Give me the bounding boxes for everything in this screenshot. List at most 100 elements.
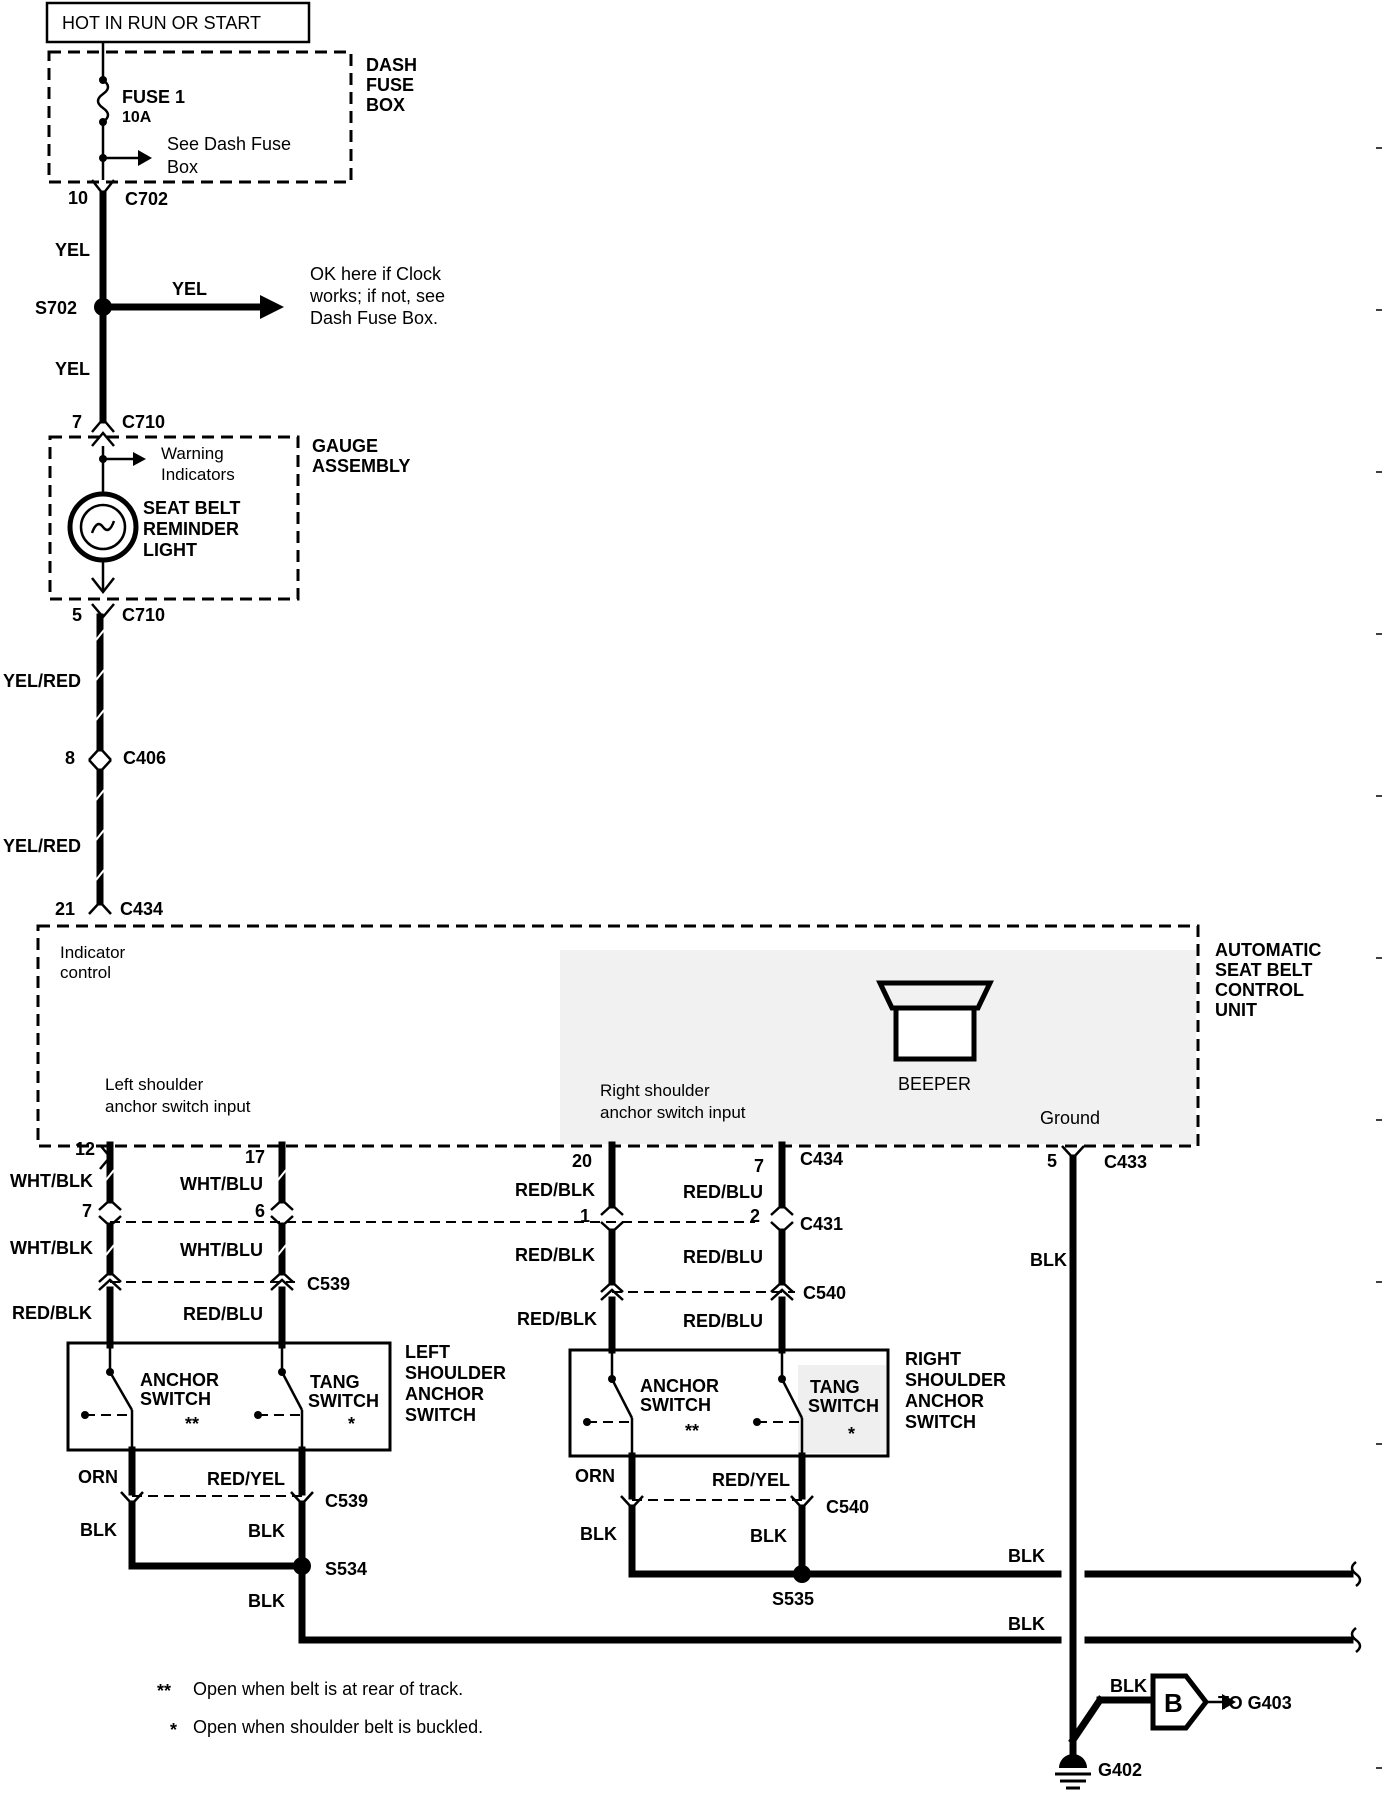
control-unit-title-3: CONTROL — [1215, 980, 1304, 1000]
ground-ref-letter: B — [1164, 1688, 1183, 1718]
right-anchor-mark: ** — [685, 1421, 699, 1441]
left-switch-title-3: ANCHOR — [405, 1384, 484, 1404]
right-tang-switch-icon — [753, 1350, 804, 1456]
pin-20: 20 — [572, 1151, 592, 1171]
wire-blk-1: BLK — [80, 1520, 117, 1540]
wire-continues-icon-2 — [1350, 1561, 1362, 1587]
right-tang-label-1: TANG — [810, 1377, 860, 1397]
gauge-title-1: GAUGE — [312, 436, 378, 456]
splice-s702 — [94, 298, 112, 316]
pin-c710-bottom: 5 — [72, 605, 82, 625]
wire-yel-2: YEL — [55, 359, 90, 379]
left-input-1: Left shoulder — [105, 1075, 204, 1094]
splice-s535-label: S535 — [772, 1589, 814, 1609]
pin-c433: 5 — [1047, 1151, 1057, 1171]
wire-wht-blu-2: WHT/BLU — [180, 1240, 263, 1260]
left-tang-switch-icon — [254, 1343, 304, 1450]
power-source-text: HOT IN RUN OR START — [62, 13, 261, 33]
wire-blk-8: BLK — [1030, 1250, 1067, 1270]
beeper-label: BEEPER — [898, 1074, 971, 1094]
left-switch-title-4: SWITCH — [405, 1405, 476, 1425]
wire-red-blu-3: RED/BLU — [683, 1247, 763, 1267]
wire-red-yel-right: RED/YEL — [712, 1470, 790, 1490]
wire-wht-blu-1: WHT/BLU — [180, 1174, 263, 1194]
wire-yel-red-2: YEL/RED — [3, 836, 81, 856]
connector-c710-top: C710 — [122, 412, 165, 432]
left-ground-return: ORN RED/YEL C539 BLK BLK S534 BLK BLK — [78, 1446, 1362, 1653]
left-tang-label-2: SWITCH — [308, 1391, 379, 1411]
warning-indicators-arrow-icon — [133, 452, 146, 466]
right-anchor-label-1: ANCHOR — [640, 1376, 719, 1396]
right-switch-title-3: ANCHOR — [905, 1391, 984, 1411]
footnotes: ** Open when belt is at rear of track. *… — [157, 1679, 483, 1740]
automatic-seat-belt-control-unit: AUTOMATIC SEAT BELT CONTROL UNIT Indicat… — [36, 924, 1321, 1148]
fuse-box-ref-arrow-icon — [138, 150, 152, 166]
splice-s534 — [293, 1557, 311, 1575]
reminder-light-2: REMINDER — [143, 519, 239, 539]
wire-continues-icon — [1350, 1627, 1362, 1653]
control-unit-title-2: SEAT BELT — [1215, 960, 1312, 980]
connector-c434-right: C434 — [800, 1149, 843, 1169]
pin-6: 6 — [255, 1201, 265, 1221]
wire-blk-4: BLK — [1008, 1614, 1045, 1634]
connector-c702: C702 — [125, 189, 168, 209]
gauge-assembly: GAUGE ASSEMBLY Warning Indicators SEAT B… — [48, 435, 410, 601]
wire-blk-3: BLK — [248, 1591, 285, 1611]
left-tang-mark: * — [348, 1414, 355, 1434]
wire-orn-right: ORN — [575, 1466, 615, 1486]
right-switch-title-2: SHOULDER — [905, 1370, 1006, 1390]
right-anchor-switch-icon — [583, 1350, 634, 1456]
connector-c710-bottom: C710 — [122, 605, 165, 625]
wire-blk-7: BLK — [1008, 1546, 1045, 1566]
ground-g402-icon — [1055, 1754, 1091, 1790]
wire-yel-branch: YEL — [172, 279, 207, 299]
to-g403-label: TO G403 — [1218, 1693, 1292, 1713]
splice-s534-label: S534 — [325, 1559, 367, 1579]
beeper-icon — [876, 980, 994, 1062]
wire-red-yel-left: RED/YEL — [207, 1469, 285, 1489]
indicator-control-1: Indicator — [60, 943, 126, 962]
wire-blk-6: BLK — [750, 1526, 787, 1546]
pin-1: 1 — [580, 1206, 590, 1226]
wire-red-blk-1: RED/BLK — [12, 1303, 92, 1323]
right-ground-return: ORN RED/YEL C540 BLK BLK S535 BLK — [575, 1452, 1362, 1609]
pin-7-right: 7 — [754, 1156, 764, 1176]
reminder-light-3: LIGHT — [143, 540, 197, 560]
wire-yel-1: YEL — [55, 240, 90, 260]
right-input-1: Right shoulder — [600, 1081, 710, 1100]
control-unit-title-1: AUTOMATIC — [1215, 940, 1321, 960]
wire-yel-red-1: YEL/RED — [3, 671, 81, 691]
clock-note-2: works; if not, see — [309, 286, 445, 306]
warning-indicators-1: Warning — [161, 444, 224, 463]
pin-7-left: 7 — [82, 1201, 92, 1221]
fuse-ref-line-1: See Dash Fuse — [167, 134, 291, 154]
left-anchor-label-2: SWITCH — [140, 1389, 211, 1409]
control-unit-title-4: UNIT — [1215, 1000, 1257, 1020]
seat-belt-reminder-bulb-icon — [67, 491, 139, 563]
left-switch-title-2: SHOULDER — [405, 1363, 506, 1383]
wire-blk-2: BLK — [248, 1521, 285, 1541]
connector-c406: C406 — [123, 748, 166, 768]
connector-c540-lower: C540 — [826, 1497, 869, 1517]
wire-blk-9: BLK — [1110, 1676, 1147, 1696]
left-tang-label-1: TANG — [310, 1372, 360, 1392]
pin-c434-top: 21 — [55, 899, 75, 919]
left-anchor-switch-icon — [81, 1343, 134, 1450]
wire-wht-blk-1: WHT/BLK — [10, 1171, 93, 1191]
wire-orn-left: ORN — [78, 1467, 118, 1487]
gauge-title-2: ASSEMBLY — [312, 456, 410, 476]
pin-17: 17 — [245, 1147, 265, 1167]
connector-c433: C433 — [1104, 1152, 1147, 1172]
clock-branch-arrow-icon — [260, 295, 284, 319]
to-g403-arrow-icon — [1222, 1694, 1236, 1710]
fuse-rating: 10A — [122, 109, 152, 126]
wire-red-blu-1: RED/BLU — [183, 1304, 263, 1324]
fuse-ref-line-2: Box — [167, 157, 198, 177]
splice-s535 — [793, 1565, 811, 1583]
main-feed: 10 C702 YEL S702 YEL OK here if Clock wo… — [35, 179, 445, 447]
pin-2: 2 — [750, 1206, 760, 1226]
clock-note-1: OK here if Clock — [310, 264, 442, 284]
left-anchor-mark: ** — [185, 1414, 199, 1434]
connector-c539-upper: C539 — [307, 1274, 350, 1294]
